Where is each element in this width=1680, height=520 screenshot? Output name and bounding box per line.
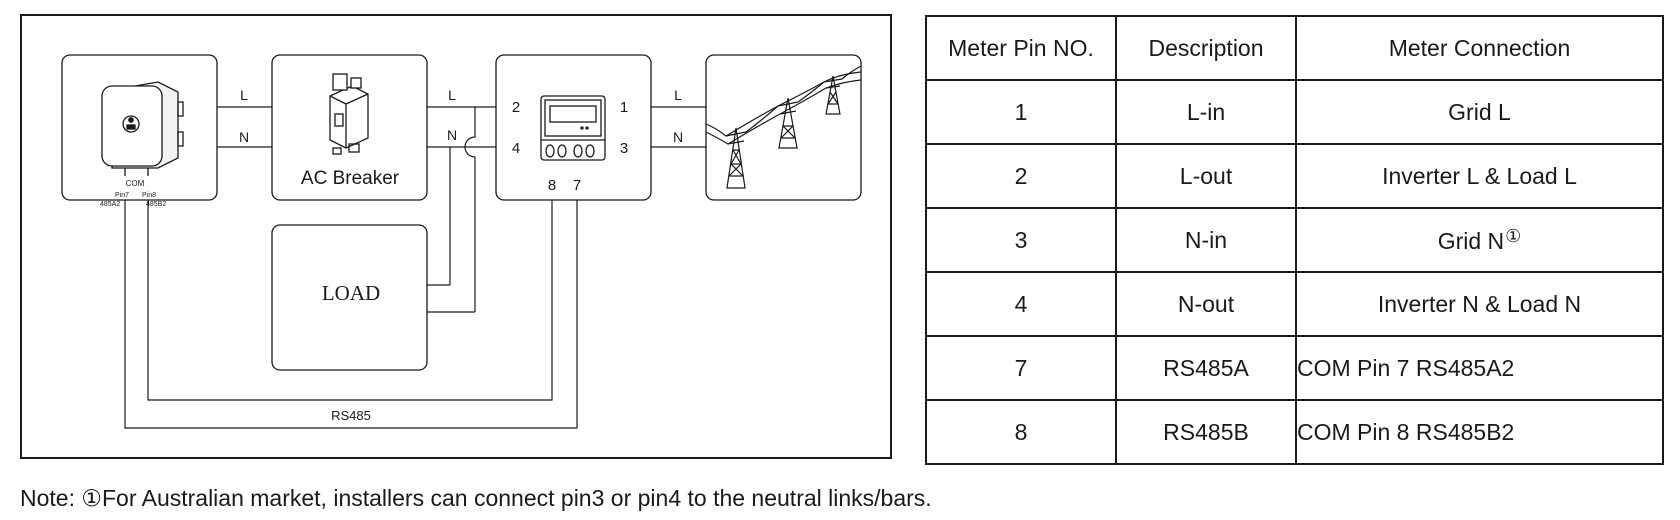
inverter-pin8-signal: 485B2 [146, 201, 166, 208]
meter-terminal-3: 3 [620, 140, 628, 157]
power-wiring [217, 106, 706, 313]
cell-pin: 1 [925, 79, 1117, 145]
breaker-label: AC Breaker [301, 168, 400, 189]
diagram-frame [20, 14, 892, 459]
cell-description: RS485B [1115, 399, 1297, 465]
wire-label-inv-l: L [240, 87, 248, 103]
cell-pin: 2 [925, 143, 1117, 209]
table-row: 4 N-out Inverter N & Load N [925, 271, 1664, 337]
meter-terminal-7: 7 [573, 177, 581, 194]
cell-connection: COM Pin 7 RS485A2 [1295, 335, 1664, 401]
cell-description: N-in [1115, 207, 1297, 273]
cell-description: RS485A [1115, 335, 1297, 401]
cell-pin: 7 [925, 335, 1117, 401]
load-box [271, 224, 428, 371]
meter-terminal-8: 8 [548, 177, 556, 194]
rs485-bus-label: RS485 [331, 408, 371, 423]
cell-description: L-out [1115, 143, 1297, 209]
wire-label-brk-n: N [447, 127, 457, 143]
cell-pin: 8 [925, 399, 1117, 465]
cell-pin: 4 [925, 271, 1117, 337]
cell-connection: Grid L [1295, 79, 1664, 145]
energy-meter-icon [540, 95, 606, 161]
meter-box [495, 54, 652, 201]
wire-label-inv-n: N [239, 129, 249, 145]
inverter-pin7-label: Pin7 [115, 192, 129, 199]
header-description: Description [1115, 15, 1297, 81]
table-row: 3 N-in Grid N① [925, 207, 1664, 273]
table-row: 1 L-in Grid L [925, 79, 1664, 145]
meter-terminal-4: 4 [512, 140, 520, 157]
cell-connection-text: Grid N [1437, 227, 1505, 254]
header-pin-no: Meter Pin NO. [925, 15, 1117, 81]
inverter-box [61, 54, 218, 201]
meter-terminal-1: 1 [620, 99, 628, 116]
cell-description: L-in [1115, 79, 1297, 145]
wire-label-grid-l: L [674, 87, 682, 103]
power-grid-icon [705, 65, 862, 189]
table-row: 7 RS485A COM Pin 7 RS485A2 [925, 335, 1664, 401]
meter-pin-table: Meter Pin NO. Description Meter Connecti… [925, 15, 1664, 465]
grid-box [705, 54, 862, 201]
cell-connection: Inverter N & Load N [1295, 271, 1664, 337]
breaker-box [271, 54, 428, 201]
cell-connection: Grid N① [1295, 207, 1664, 273]
cell-connection: Inverter L & Load L [1295, 143, 1664, 209]
cell-description: N-out [1115, 271, 1297, 337]
breaker-icon [329, 73, 369, 155]
wire-label-brk-l: L [448, 87, 456, 103]
cell-connection: COM Pin 8 RS485B2 [1295, 399, 1664, 465]
meter-terminal-2: 2 [512, 99, 520, 116]
table-row: 8 RS485B COM Pin 8 RS485B2 [925, 399, 1664, 465]
inverter-icon [101, 81, 184, 176]
inverter-pin7-signal: 485A2 [100, 201, 120, 208]
footnote-mark: ① [1505, 225, 1522, 246]
rs485-wiring [124, 200, 578, 429]
cell-pin: 3 [925, 207, 1117, 273]
footnote-text: Note: ①For Australian market, installers… [20, 485, 932, 511]
inverter-com-label: COM [126, 179, 145, 188]
load-label: LOAD [322, 281, 380, 305]
wire-label-grid-n: N [673, 129, 683, 145]
table-row: 2 L-out Inverter L & Load L [925, 143, 1664, 209]
header-meter-connection: Meter Connection [1295, 15, 1664, 81]
table-header-row: Meter Pin NO. Description Meter Connecti… [925, 15, 1664, 81]
wiring-diagram: COM Pin7 Pin8 485A2 485B2 AC Breaker LOA… [20, 14, 892, 459]
inverter-pin8-label: Pin8 [142, 192, 156, 199]
